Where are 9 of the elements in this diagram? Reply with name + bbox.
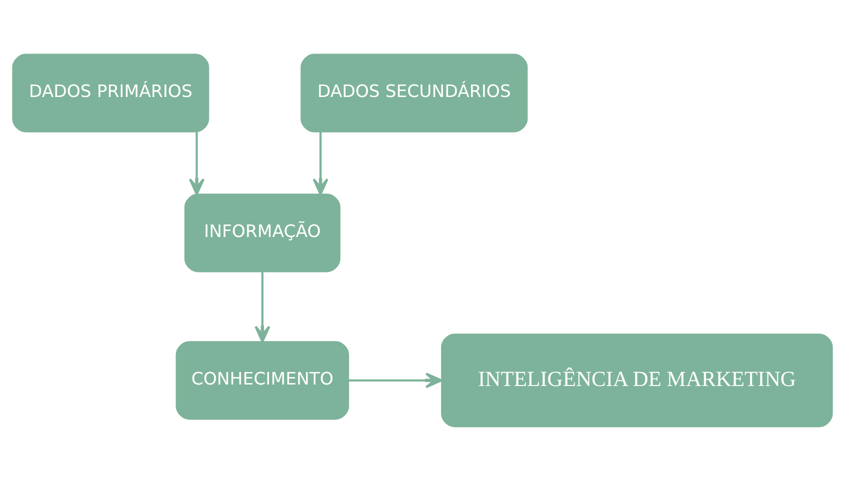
node-box: INFORMAÇÃO <box>184 194 340 272</box>
arrow <box>312 132 328 196</box>
node-box: CONHECIMENTO <box>176 341 350 420</box>
arrow <box>254 272 270 343</box>
node-box: DADOS PRIMÁRIOS <box>12 54 210 132</box>
node-box: INTELIGÊNCIA DE MARKETING <box>441 334 833 428</box>
arrow <box>348 372 442 388</box>
node-box: DADOS SECUNDÁRIOS <box>300 54 528 132</box>
arrow <box>188 132 205 196</box>
